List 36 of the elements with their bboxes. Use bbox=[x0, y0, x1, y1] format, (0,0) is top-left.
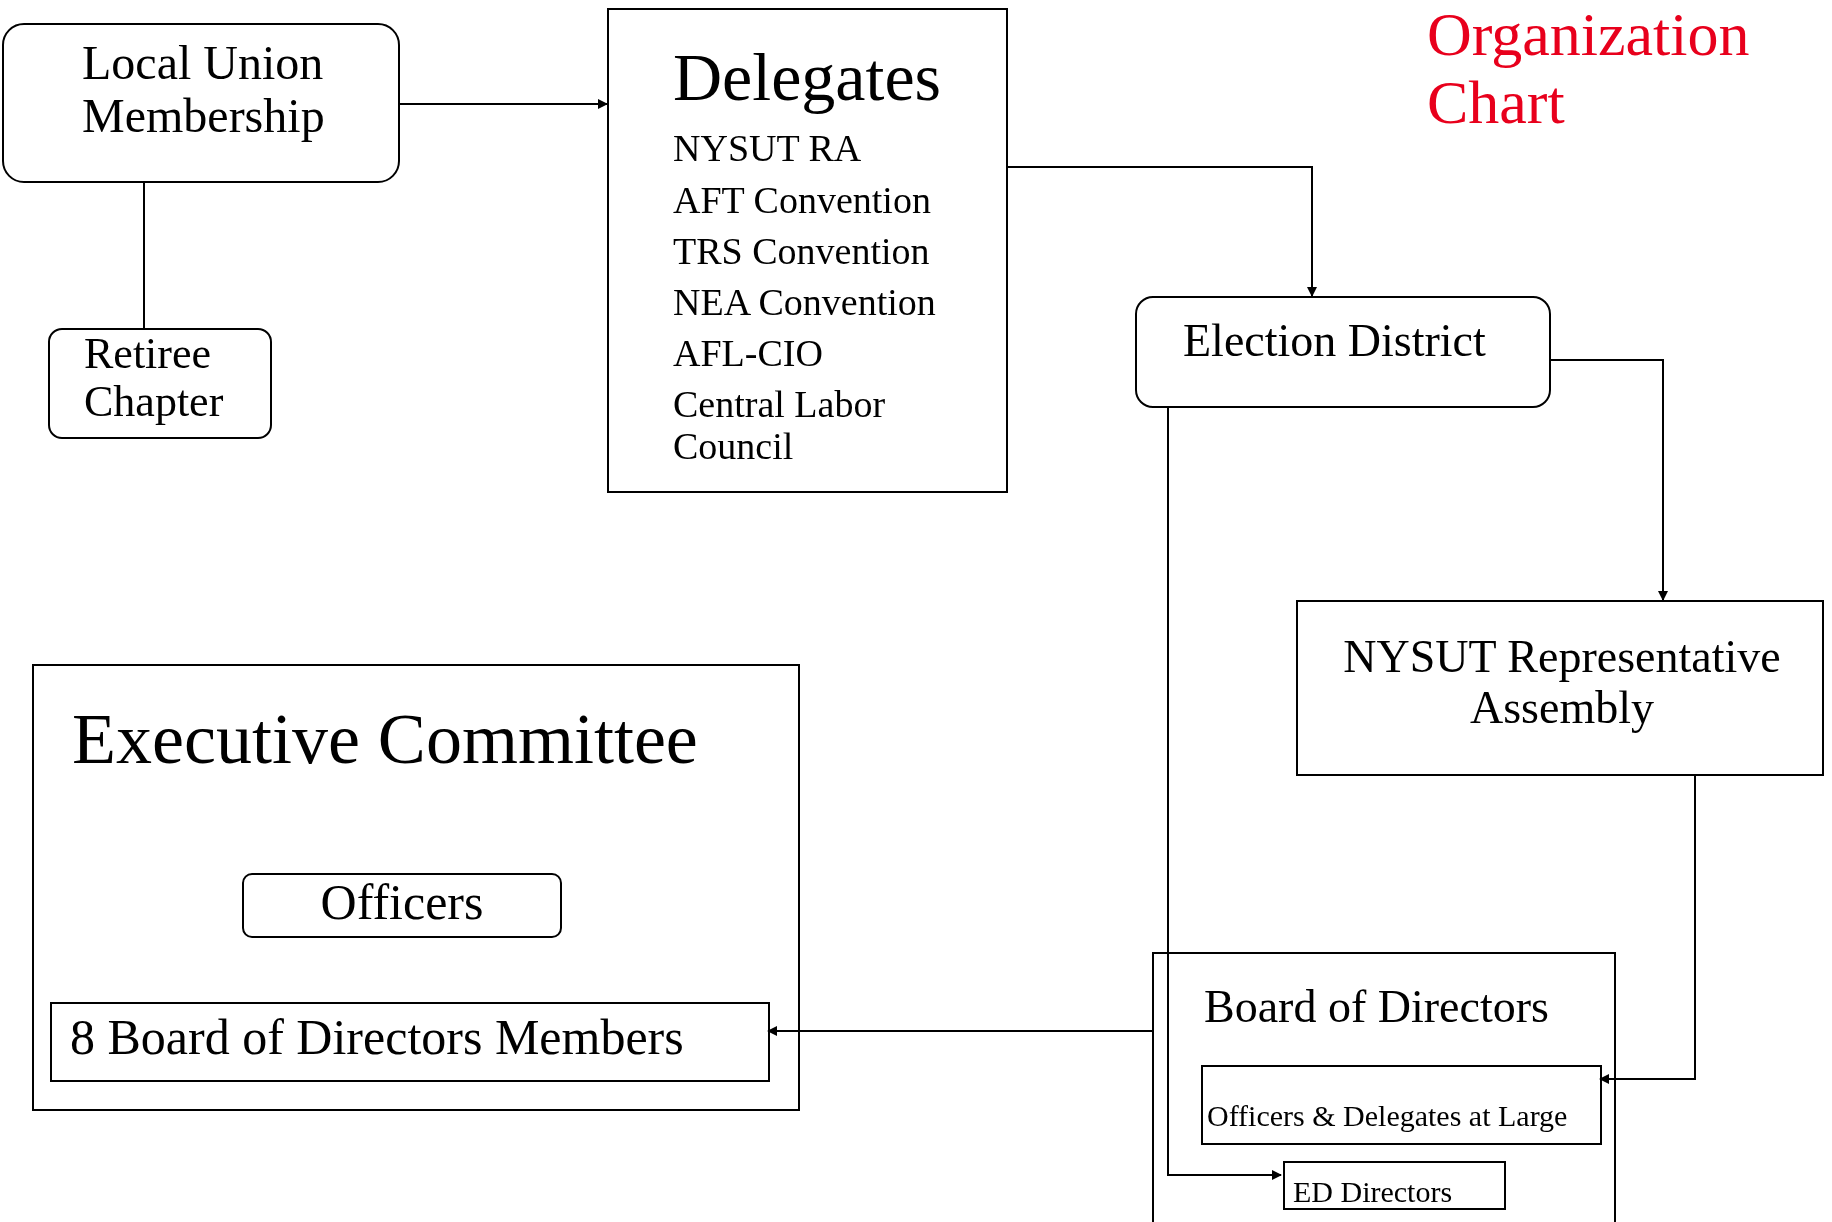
arrow bbox=[1167, 407, 1282, 1180]
box-heading: Executive Committee bbox=[72, 700, 698, 780]
chart-title: Organization Chart bbox=[1427, 0, 1751, 136]
list-item: TRS Convention bbox=[673, 231, 931, 273]
box-heading: Retiree Chapter bbox=[84, 330, 225, 427]
org-box bbox=[1152, 952, 1616, 1222]
rounded-box bbox=[48, 328, 272, 439]
org-box bbox=[50, 1002, 770, 1082]
box-heading: 8 Board of Directors Members bbox=[70, 1010, 684, 1065]
list-item: AFT Convention bbox=[673, 180, 932, 222]
list-item: AFL-CIO bbox=[673, 333, 824, 375]
org-box bbox=[32, 664, 800, 1111]
connector-line bbox=[143, 182, 145, 329]
rounded-box bbox=[2, 23, 400, 183]
org-box bbox=[1201, 1065, 1602, 1145]
list-item: Central Labor Council bbox=[673, 384, 887, 468]
list-item: NYSUT RA bbox=[673, 128, 863, 170]
box-heading: ED Directors bbox=[1293, 1175, 1453, 1208]
box-heading: NYSUT Representative Assembly bbox=[1342, 632, 1782, 734]
org-box bbox=[607, 8, 1008, 493]
rounded-box bbox=[242, 873, 562, 938]
arrow bbox=[1599, 775, 1696, 1084]
box-heading: Officers bbox=[319, 875, 485, 930]
box-heading: Officers & Delegates at Large bbox=[1207, 1099, 1568, 1132]
box-heading: Election District bbox=[1183, 316, 1486, 367]
arrow bbox=[399, 99, 608, 109]
box-heading: Board of Directors bbox=[1204, 982, 1549, 1033]
arrow bbox=[1550, 359, 1668, 601]
rounded-box bbox=[1135, 296, 1551, 408]
org-box bbox=[1296, 600, 1824, 776]
box-heading: Delegates bbox=[673, 40, 943, 115]
box-heading: Local Union Membership bbox=[82, 37, 326, 143]
list-item: NEA Convention bbox=[673, 282, 937, 324]
arrow bbox=[767, 1026, 1153, 1036]
arrow bbox=[1007, 166, 1317, 297]
org-box bbox=[1283, 1161, 1506, 1210]
